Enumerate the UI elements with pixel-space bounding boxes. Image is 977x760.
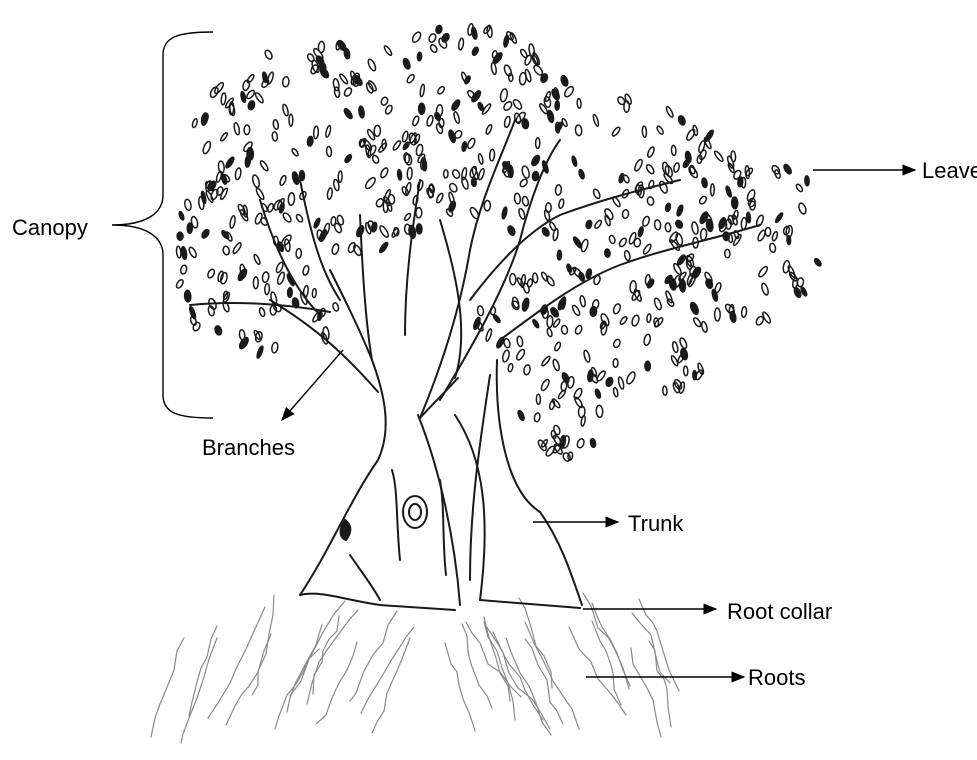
branches-arrow [282,350,343,420]
root-collar-label: Root collar [727,601,832,623]
leaves-label: Leaves [922,160,977,182]
roots-drawing [151,593,679,743]
canopy-leaves-drawing [175,23,822,462]
canopy-label: Canopy [12,217,88,239]
branches-label: Branches [202,437,295,459]
roots-label: Roots [748,667,805,689]
trunk-label: Trunk [628,513,683,535]
